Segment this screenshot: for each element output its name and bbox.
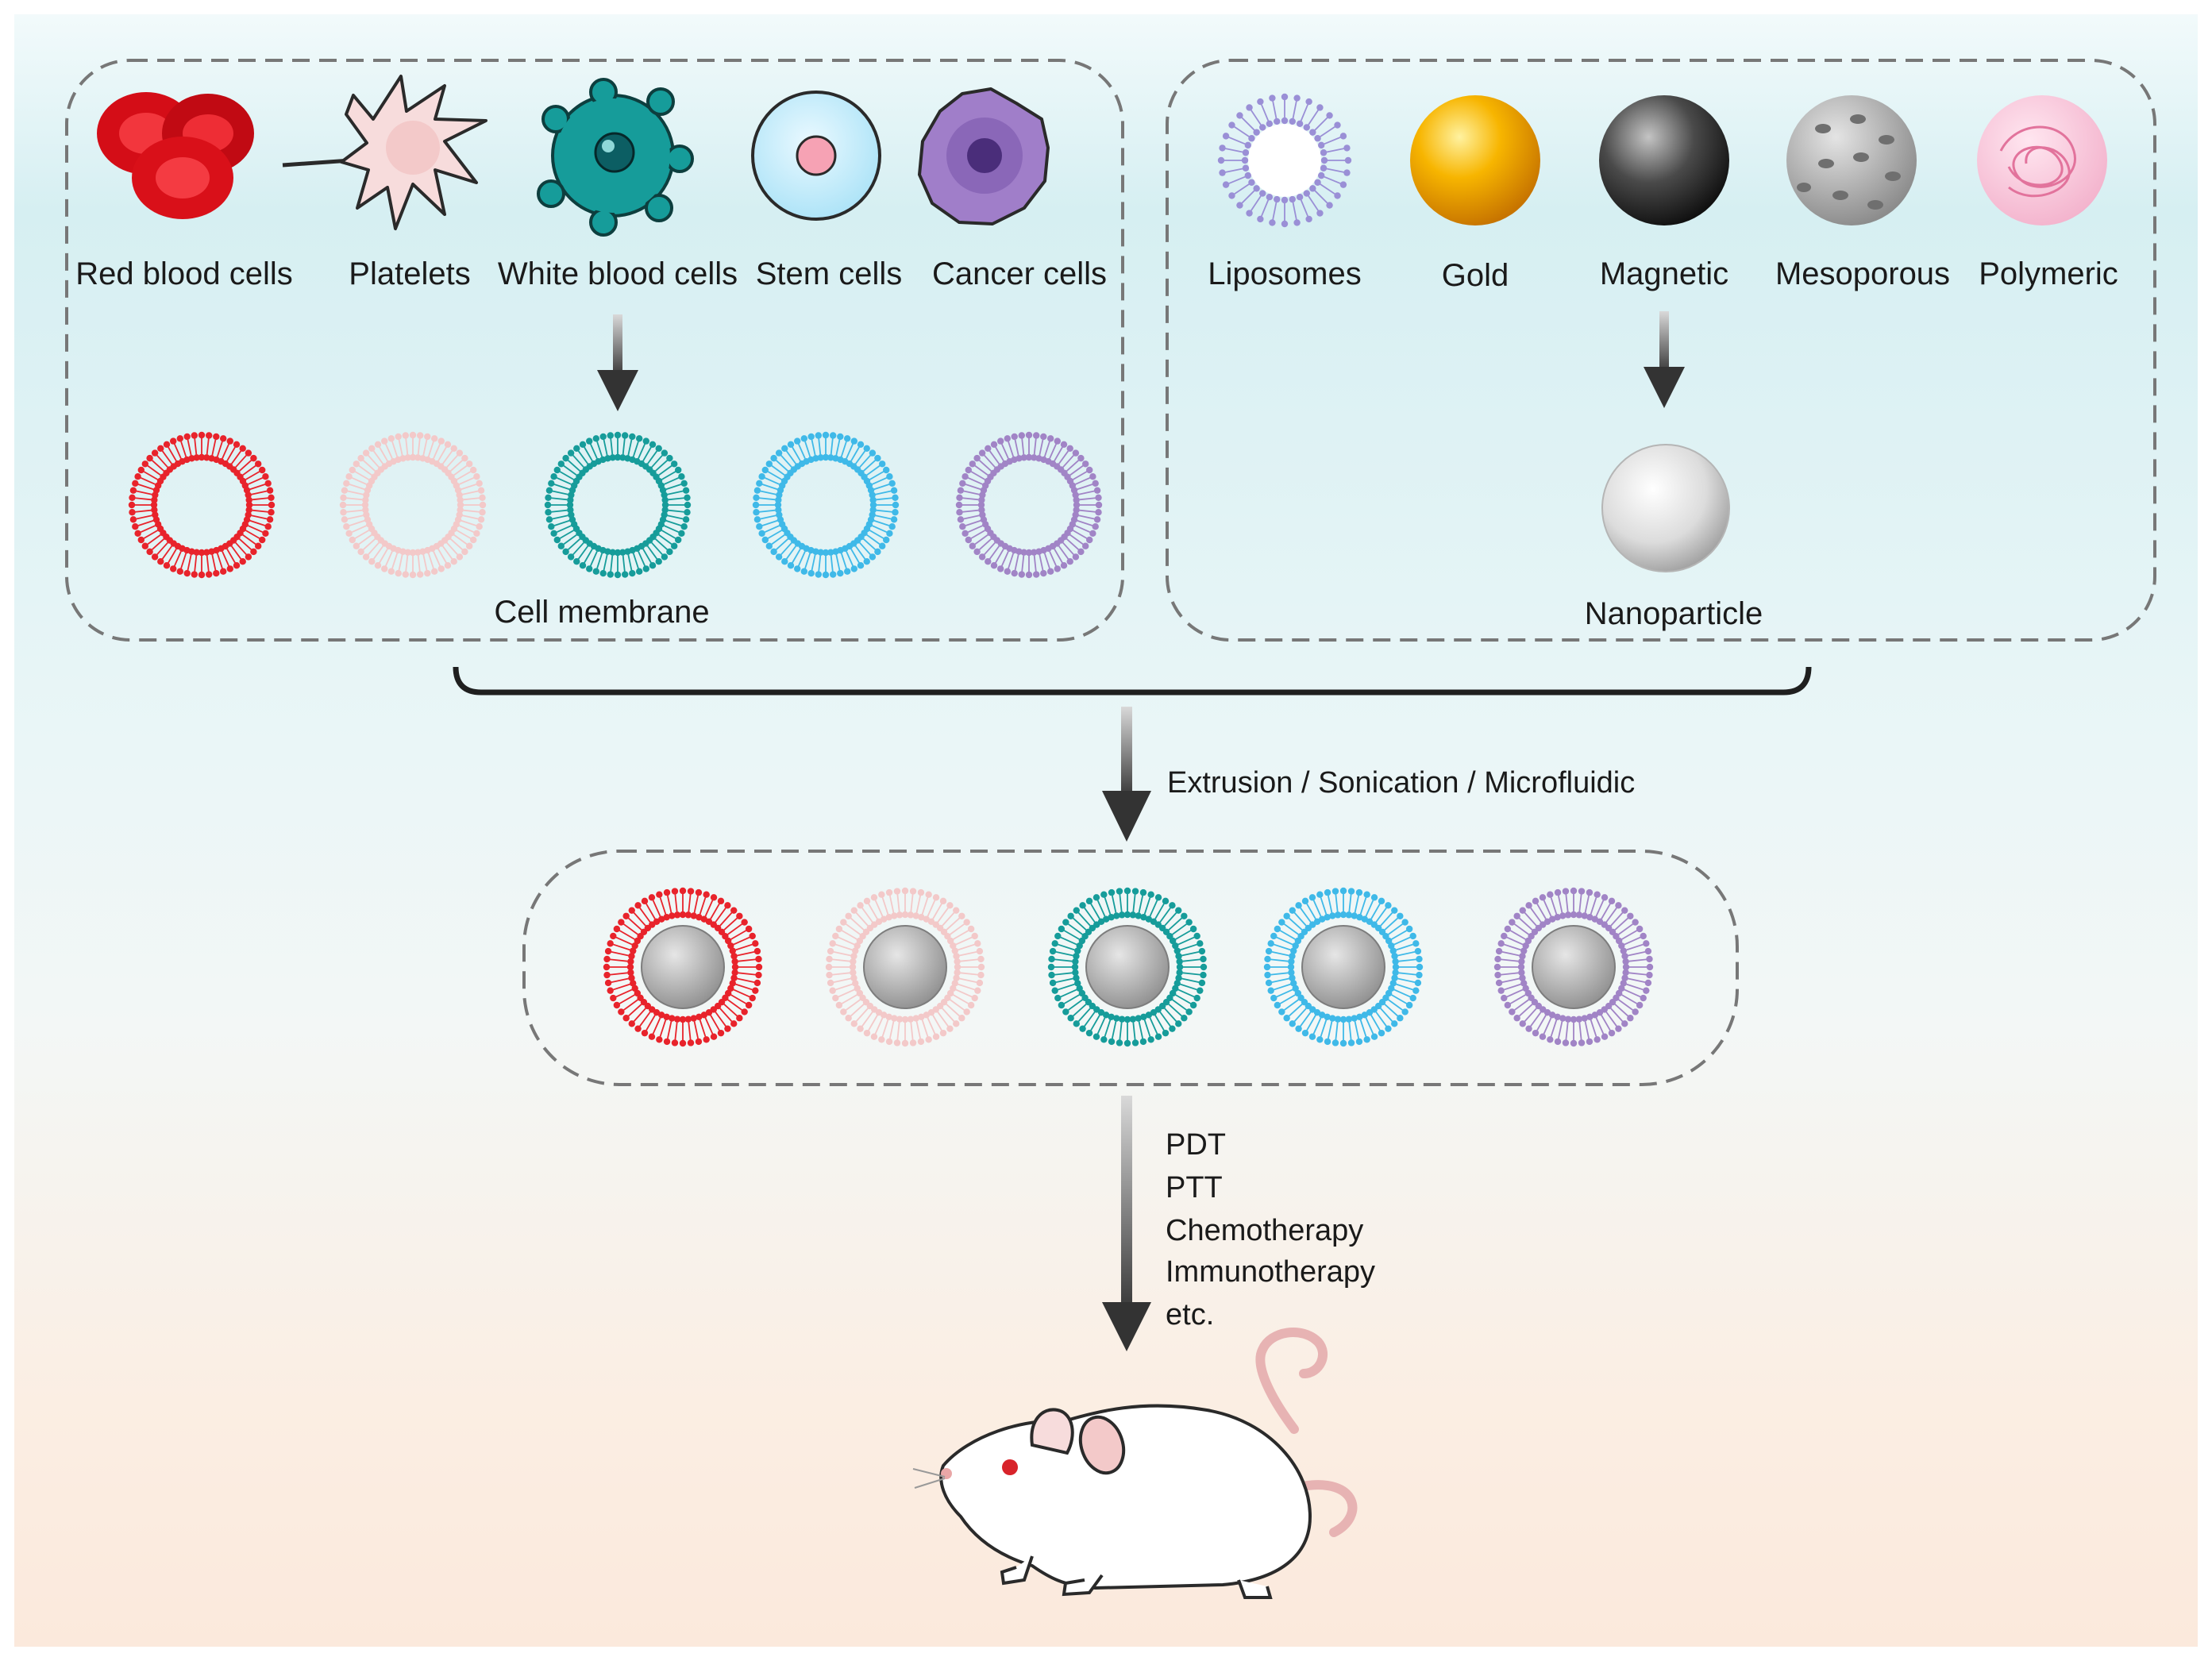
polymeric-nanoparticle-icon	[1977, 95, 2107, 225]
nanoparticle-label: Liposomes	[1208, 256, 1361, 291]
nanoparticle-label: Polymeric	[1979, 256, 2118, 291]
cell-label: White blood cells	[498, 256, 738, 291]
coated-particle-membrane	[825, 887, 985, 1047]
application-item: Chemotherapy	[1166, 1214, 1363, 1247]
coated-nanoparticles	[603, 887, 1654, 1047]
application-item: Immunotherapy	[1166, 1255, 1375, 1289]
coated-particle-membrane	[1263, 887, 1424, 1047]
cell-label: Red blood cells	[75, 256, 293, 291]
nanoparticle-label: Mesoporous	[1775, 256, 1950, 291]
magnetic-nanoparticle-icon	[1599, 95, 1729, 225]
down-arrow-icon	[1102, 707, 1151, 842]
combine-bracket	[453, 666, 1812, 696]
liposome-bilayer	[1217, 93, 1352, 228]
coated-particle-core	[863, 925, 947, 1009]
nanoparticle-label: Gold	[1442, 258, 1509, 293]
stem-cells-icon	[751, 91, 881, 221]
mesoporous-nanoparticle-icon	[1786, 95, 1917, 225]
cell-membrane-vesicles	[128, 431, 1103, 579]
background	[14, 14, 2198, 1647]
coated-particle-core	[1301, 925, 1385, 1009]
cell-label: Platelets	[349, 256, 470, 291]
coated-particle-membrane	[1047, 887, 1208, 1047]
cancer-cells-icon	[918, 87, 1050, 225]
platelets-icon	[282, 75, 487, 230]
coated-particle-membrane	[603, 887, 763, 1047]
application-item: PTT	[1166, 1171, 1223, 1204]
membrane-vesicle-ring	[955, 431, 1103, 579]
applications-list: PDT PTT Chemotherapy Immunotherapy etc.	[1166, 1128, 1375, 1331]
application-item: PDT	[1166, 1128, 1226, 1162]
gold-nanoparticle-icon	[1410, 95, 1540, 225]
nanoparticle-core-icon	[1601, 444, 1730, 572]
nanoparticle-caption: Nanoparticle	[1585, 596, 1763, 631]
down-arrow-icon	[1644, 311, 1685, 408]
coated-particle-core	[1085, 925, 1170, 1009]
hybrid-particles-panel	[522, 850, 1739, 1086]
nanoparticle-label: Magnetic	[1600, 256, 1728, 291]
coated-particle-core	[641, 925, 725, 1009]
red-blood-cells-icon	[97, 92, 254, 219]
cell-label: Stem cells	[756, 256, 903, 291]
application-item: etc.	[1166, 1298, 1214, 1331]
membrane-vesicle-ring	[544, 431, 692, 579]
coated-particle-core	[1532, 925, 1616, 1009]
membrane-vesicle-ring	[752, 431, 900, 579]
membrane-vesicle-ring	[339, 431, 487, 579]
cell-label: Cancer cells	[932, 256, 1107, 291]
cell-sources-panel	[65, 59, 1124, 642]
fabrication-step-label: Extrusion / Sonication / Microfluidic	[1167, 766, 1635, 800]
coated-particle-membrane	[1493, 887, 1654, 1047]
liposome-icon	[1217, 93, 1352, 228]
white-blood-cells-icon	[537, 78, 694, 237]
mouse-icon	[912, 1327, 1358, 1599]
membrane-vesicle-ring	[128, 431, 276, 579]
down-arrow-icon	[1102, 1096, 1151, 1351]
cell-membrane-caption: Cell membrane	[494, 595, 709, 630]
down-arrow-icon	[597, 314, 638, 411]
